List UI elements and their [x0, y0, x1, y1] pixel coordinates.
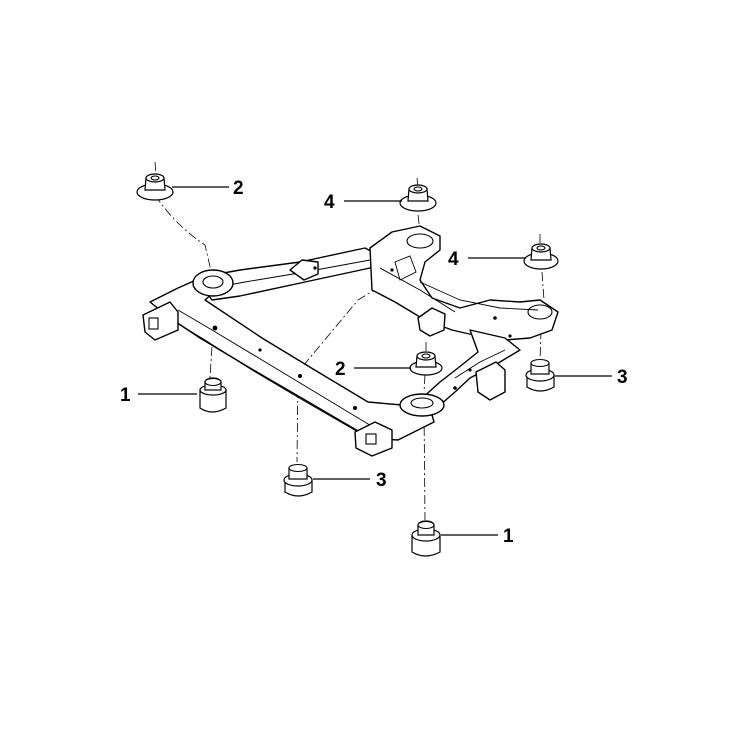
- right-rear-mount-hole: [527, 304, 553, 320]
- bushing-1-front-right: [411, 520, 441, 557]
- bushing-2-center: [409, 351, 443, 376]
- callout-2-center: 2: [335, 359, 346, 380]
- callout-2-top-left: 2: [233, 178, 244, 199]
- bushing-1-left: [199, 377, 227, 413]
- left-front-mount-hole: [202, 275, 224, 289]
- right-tower: [369, 225, 559, 341]
- top-mount-bracket: [289, 259, 319, 281]
- right-rear-bracket: [475, 361, 506, 401]
- callout-1-left: 1: [120, 385, 131, 406]
- callout-3-front-left: 3: [376, 470, 387, 491]
- callout-3-rear-right: 3: [617, 367, 628, 388]
- leader-lines: [138, 186, 612, 536]
- subframe: [142, 225, 559, 457]
- bushing-3-rear-right: [525, 358, 555, 392]
- callout-1-front-right: 1: [503, 526, 514, 547]
- callout-4-top-right: 4: [448, 249, 459, 270]
- mid-mount-bracket: [417, 307, 446, 337]
- frame-rivets: [212, 266, 512, 410]
- bushing-2-top-left: [136, 173, 174, 201]
- bushing-4-top-right: [523, 243, 559, 270]
- front-right-mount-hole: [410, 397, 434, 409]
- callout-4-top-center: 4: [324, 192, 335, 213]
- left-front-bracket: [142, 301, 179, 341]
- callout-labels: 2 4 4 2 1 3 3 1: [120, 178, 628, 547]
- right-front-mount-hole: [406, 233, 434, 249]
- bushing-4-top-center: [399, 184, 437, 212]
- bushing-3-front-left: [283, 463, 313, 497]
